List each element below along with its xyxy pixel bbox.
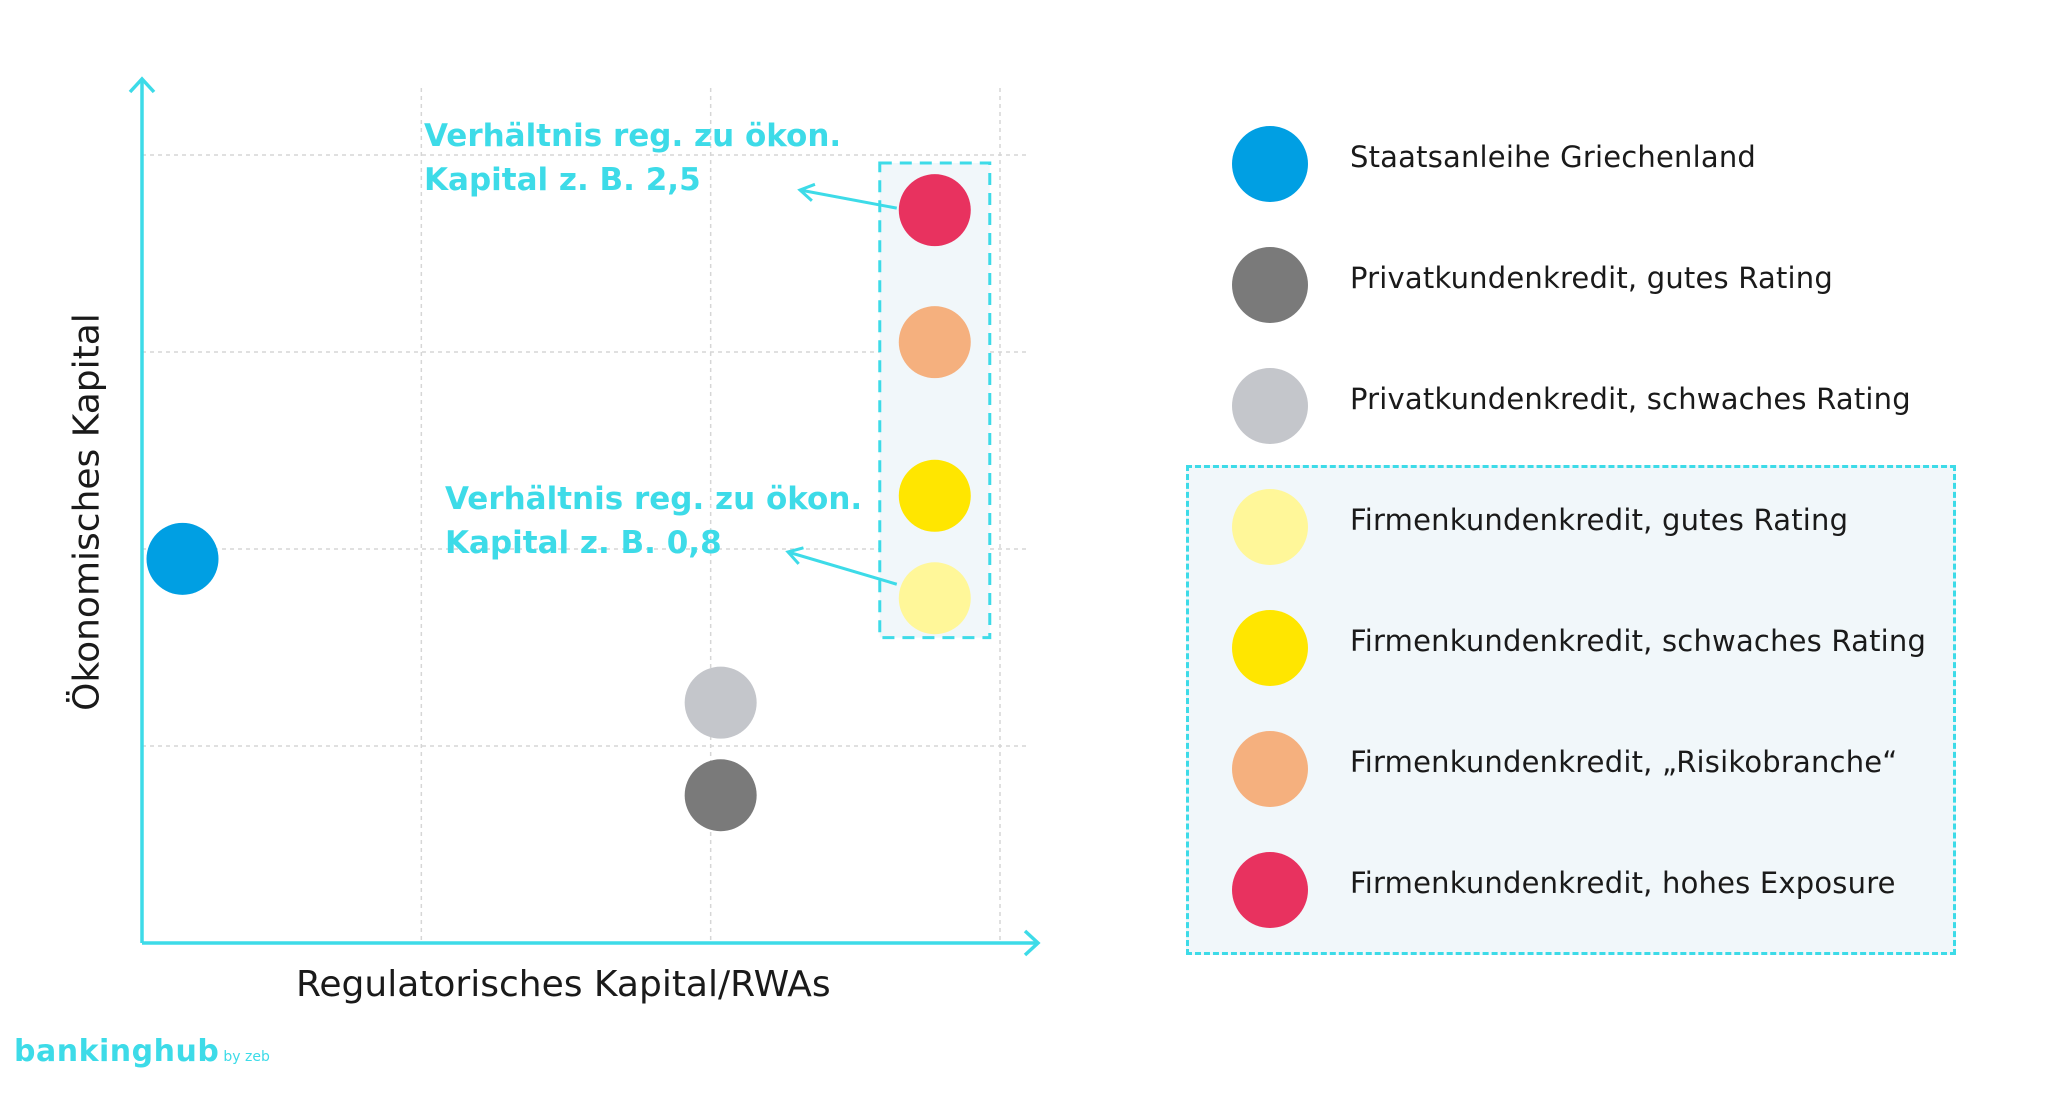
legend-label: Firmenkundenkredit, gutes Rating — [1350, 503, 1849, 537]
y-axis-title: Ökonomisches Kapital — [66, 313, 108, 711]
annotation-arrow-good-rating-head — [785, 546, 804, 565]
legend-swatch — [1232, 731, 1308, 807]
annotation-arrow-high-exposure-head — [797, 182, 816, 202]
legend-label: Firmenkundenkredit, schwaches Rating — [1350, 624, 1927, 658]
data-point-4 — [898, 562, 971, 635]
legend-item: Firmenkundenkredit, hohes Exposure — [1232, 852, 1992, 928]
data-point-2 — [684, 759, 757, 832]
data-point-7 — [898, 174, 971, 247]
annotation-good-rating-line2: Kapital z. B. 0,8 — [445, 525, 722, 561]
x-axis-title: Regulatorisches Kapital/RWAs — [296, 964, 831, 1005]
legend-label: Privatkundenkredit, schwaches Rating — [1350, 382, 1911, 416]
annotation-good-rating: Verhältnis reg. zu ökon. Kapital z. B. 0… — [445, 477, 862, 565]
annotation-high-exposure-line2: Kapital z. B. 2,5 — [424, 162, 701, 198]
legend-label: Privatkundenkredit, gutes Rating — [1350, 261, 1833, 295]
legend-label: Firmenkundenkredit, „Risikobranche“ — [1350, 745, 1898, 779]
legend-label: Firmenkundenkredit, hohes Exposure — [1350, 866, 1896, 900]
legend-group-box — [1186, 465, 1956, 955]
data-point-3 — [684, 666, 757, 739]
annotation-good-rating-line1: Verhältnis reg. zu ökon. — [445, 481, 863, 517]
annotation-high-exposure: Verhältnis reg. zu ökon. Kapital z. B. 2… — [424, 114, 841, 202]
legend-item: Firmenkundenkredit, gutes Rating — [1232, 489, 1992, 565]
brand-name-b: hub — [153, 1034, 220, 1069]
legend-swatch — [1232, 489, 1308, 565]
legend-item: Staatsanleihe Griechenland — [1232, 126, 1992, 202]
legend-item: Privatkundenkredit, schwaches Rating — [1232, 368, 1992, 444]
point-layer — [146, 174, 971, 832]
y-axis-arrowhead — [128, 76, 156, 94]
legend-item: Firmenkundenkredit, schwaches Rating — [1232, 610, 1992, 686]
brand-suffix: by zeb — [223, 1049, 270, 1065]
axis-layer — [128, 76, 1041, 957]
annotation-arrow-high-exposure — [799, 188, 898, 210]
legend-swatch — [1232, 368, 1308, 444]
legend-swatch — [1232, 852, 1308, 928]
legend-swatch — [1232, 610, 1308, 686]
data-point-1 — [146, 522, 219, 595]
legend-item: Privatkundenkredit, gutes Rating — [1232, 247, 1992, 323]
legend-label: Staatsanleihe Griechenland — [1350, 140, 1757, 174]
legend-swatch — [1232, 247, 1308, 323]
data-point-5 — [898, 459, 971, 532]
annotation-high-exposure-line1: Verhältnis reg. zu ökon. — [424, 118, 842, 154]
annotation-arrow-good-rating — [787, 550, 898, 586]
legend-swatch — [1232, 126, 1308, 202]
annotation-arrows — [785, 182, 898, 586]
data-point-6 — [898, 306, 971, 379]
brand-name-a: banking — [14, 1034, 154, 1069]
legend-item: Firmenkundenkredit, „Risikobranche“ — [1232, 731, 1992, 807]
x-axis-arrowhead — [1023, 929, 1041, 957]
